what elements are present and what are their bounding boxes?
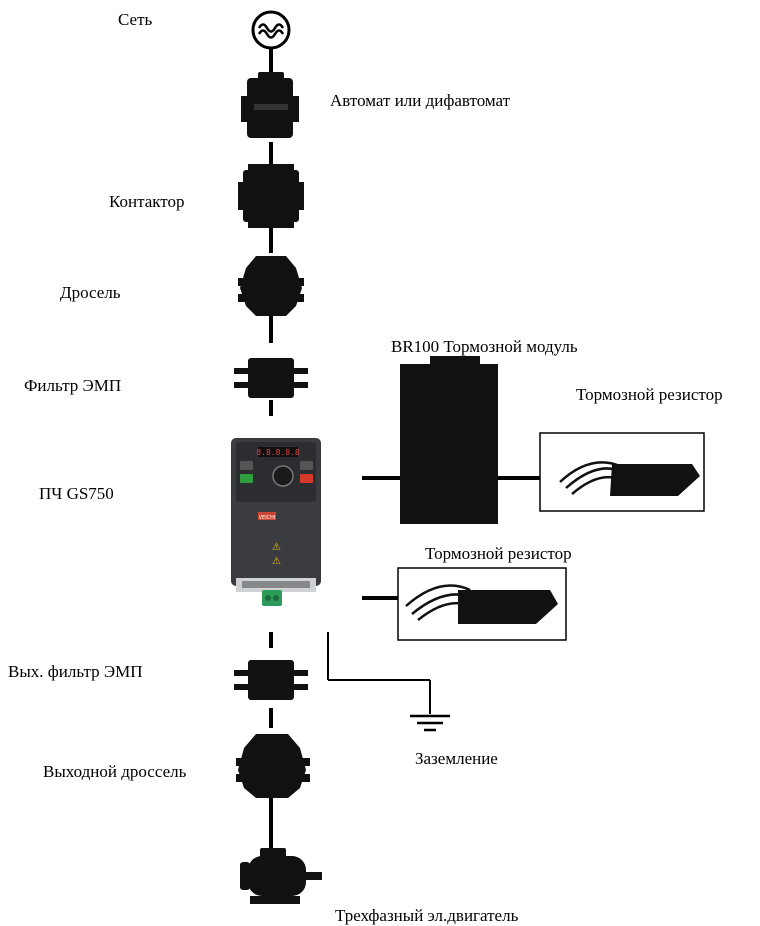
- emi-filter-icon: [234, 358, 308, 398]
- output-emi-filter-icon: [234, 660, 308, 700]
- brake-resistor-2-icon: [397, 567, 567, 641]
- label-output-emi-filter: Вых. фильтр ЭМП: [8, 662, 143, 681]
- vfd-brand: VEICHI: [259, 515, 276, 521]
- label-brake-resistor-1: Тормозной резистор: [576, 385, 723, 404]
- label-contactor: Контактор: [109, 192, 185, 211]
- label-grounding: Заземление: [415, 749, 498, 768]
- ground-icon: [410, 714, 450, 732]
- brake-resistor-1-icon: [539, 432, 705, 512]
- circuit-breaker-icon: [241, 72, 299, 138]
- label-network: Сеть: [118, 10, 153, 29]
- choke-icon: [238, 256, 304, 316]
- vfd-knob: [272, 465, 294, 487]
- vfd-display: 8.8.8.8.8: [256, 448, 300, 457]
- label-choke: Дросель: [60, 283, 121, 302]
- label-breaker: Автомат или дифавтомат: [330, 91, 511, 110]
- label-output-choke: Выходной дроссель: [43, 762, 187, 781]
- motor-icon: [240, 848, 322, 904]
- ground-wiring: [327, 632, 431, 714]
- vfd-run-button: [240, 474, 253, 483]
- label-vfd: ПЧ GS750: [39, 484, 114, 503]
- label-brake-resistor-2: Тормозной резистор: [425, 544, 572, 563]
- contactor-icon: [238, 164, 304, 228]
- vfd-unit: 8.8.8.8.8 VEICHI ⚠ ⚠: [231, 438, 321, 606]
- brake-module-icon: [400, 356, 498, 524]
- label-brake-module: BR100 Тормозной модуль: [391, 337, 578, 356]
- label-motor: Трехфазный эл.двигатель: [335, 906, 519, 925]
- ac-source-icon: [251, 10, 291, 50]
- output-choke-icon: [236, 734, 310, 798]
- vfd-warning-2: ⚠: [272, 556, 281, 567]
- label-emi-filter: Фильтр ЭМП: [24, 376, 122, 395]
- vfd-warning-1: ⚠: [272, 542, 281, 553]
- vfd-stop-button: [300, 474, 313, 483]
